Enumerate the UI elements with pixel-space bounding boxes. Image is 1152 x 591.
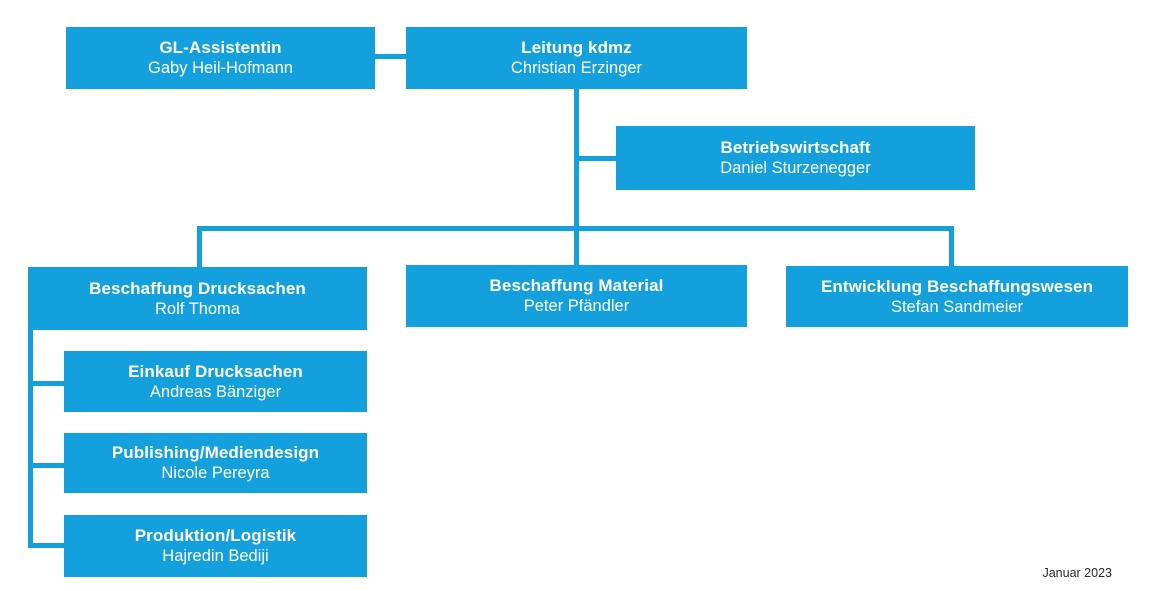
org-node-entwicklung-beschaffungswesen: Entwicklung Beschaffungswesen Stefan San… bbox=[786, 266, 1128, 327]
node-title-produktion-logistik: Produktion/Logistik bbox=[134, 526, 297, 546]
connector-stub-beschaffung-drucksachen bbox=[197, 226, 202, 267]
org-node-einkauf-drucksachen: Einkauf Drucksachen Andreas Bänziger bbox=[64, 351, 367, 412]
node-title-beschaffung-material: Beschaffung Material bbox=[489, 276, 664, 296]
node-title-einkauf-drucksachen: Einkauf Drucksachen bbox=[128, 361, 303, 381]
node-title-gl-assistentin: GL-Assistentin bbox=[159, 38, 282, 58]
connector-drucksachen-down bbox=[28, 330, 33, 548]
connector-gl-to-leitung bbox=[375, 54, 406, 59]
org-node-produktion-logistik: Produktion/Logistik Hajredin Bediji bbox=[64, 515, 367, 577]
node-title-betriebswirtschaft: Betriebswirtschaft bbox=[720, 138, 871, 158]
org-node-publishing-mediendesign: Publishing/Mediendesign Nicole Pereyra bbox=[64, 433, 367, 493]
node-title-publishing-mediendesign: Publishing/Mediendesign bbox=[111, 443, 320, 463]
node-person-produktion-logistik: Hajredin Bediji bbox=[162, 547, 269, 566]
node-title-entwicklung-beschaffungswesen: Entwicklung Beschaffungswesen bbox=[820, 276, 1094, 296]
node-person-betriebswirtschaft: Daniel Sturzenegger bbox=[720, 159, 871, 178]
org-node-betriebswirtschaft: Betriebswirtschaft Daniel Sturzenegger bbox=[616, 126, 975, 190]
node-person-entwicklung-beschaffungswesen: Stefan Sandmeier bbox=[890, 297, 1024, 316]
node-person-beschaffung-material: Peter Pfändler bbox=[523, 297, 630, 316]
connector-stub-einkauf bbox=[28, 381, 64, 386]
node-person-gl-assistentin: Gaby Heil-Hofmann bbox=[148, 59, 293, 78]
connector-stub-produktion bbox=[28, 543, 64, 548]
node-person-leitung-kdmz: Christian Erzinger bbox=[510, 59, 643, 78]
node-title-leitung-kdmz: Leitung kdmz bbox=[521, 38, 632, 58]
org-node-beschaffung-material: Beschaffung Material Peter Pfändler bbox=[406, 265, 747, 327]
org-node-beschaffung-drucksachen: Beschaffung Drucksachen Rolf Thoma bbox=[28, 267, 367, 330]
node-person-einkauf-drucksachen: Andreas Bänziger bbox=[149, 382, 282, 401]
connector-stub-publishing bbox=[28, 463, 64, 468]
node-person-publishing-mediendesign: Nicole Pereyra bbox=[161, 464, 270, 483]
org-node-gl-assistentin: GL-Assistentin Gaby Heil-Hofmann bbox=[66, 27, 375, 89]
connector-stub-entwicklung bbox=[949, 226, 954, 266]
connector-stub-beschaffung-material bbox=[574, 226, 579, 265]
connector-to-betriebswirtschaft bbox=[574, 156, 616, 161]
footer-date: Januar 2023 bbox=[1042, 566, 1112, 580]
node-person-beschaffung-drucksachen: Rolf Thoma bbox=[155, 299, 240, 318]
node-title-beschaffung-drucksachen: Beschaffung Drucksachen bbox=[89, 278, 306, 298]
org-node-leitung-kdmz: Leitung kdmz Christian Erzinger bbox=[406, 27, 747, 89]
